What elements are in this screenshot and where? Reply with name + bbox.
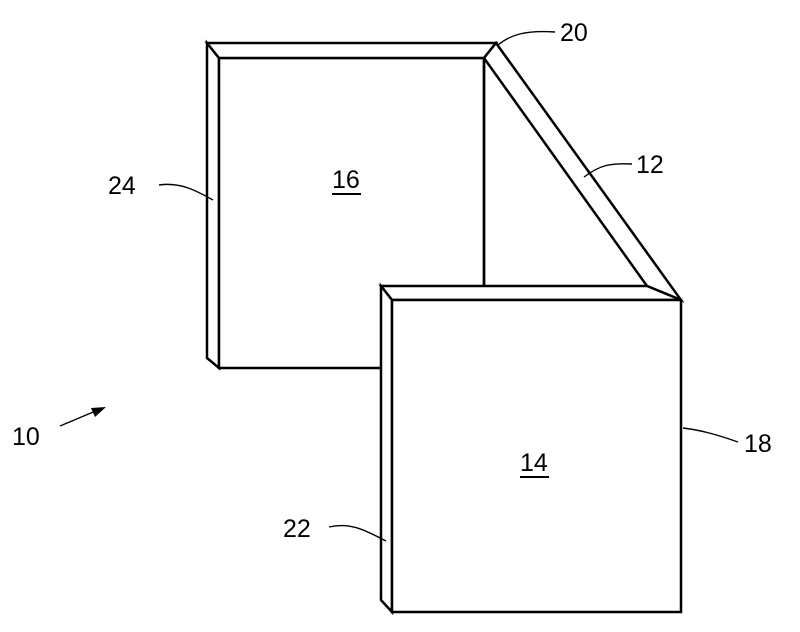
leader-22 <box>328 524 387 542</box>
reference-numerals: 20 12 24 16 18 14 22 10 <box>12 19 772 543</box>
label-16: 16 <box>332 166 360 194</box>
leader-lines <box>59 30 739 542</box>
label-20: 20 <box>560 19 588 47</box>
leader-18 <box>682 427 739 443</box>
leader-12 <box>583 163 633 178</box>
arrow-10-head <box>91 407 106 417</box>
front-panel <box>378 282 683 616</box>
leader-24 <box>158 183 214 201</box>
back-panel-left-edge <box>205 39 221 371</box>
label-12: 12 <box>636 151 664 179</box>
label-22: 22 <box>283 515 311 543</box>
front-panel-face <box>390 298 683 614</box>
label-24: 24 <box>108 172 136 200</box>
leader-20 <box>497 30 556 46</box>
bend-panel <box>204 40 685 303</box>
front-panel-top-strip <box>378 284 682 302</box>
label-18: 18 <box>744 430 772 458</box>
arrow-10-shaft <box>59 409 99 427</box>
label-14: 14 <box>520 449 548 477</box>
label-10: 10 <box>12 423 40 451</box>
top-strip <box>204 41 499 60</box>
front-panel-left-edge <box>379 282 394 616</box>
